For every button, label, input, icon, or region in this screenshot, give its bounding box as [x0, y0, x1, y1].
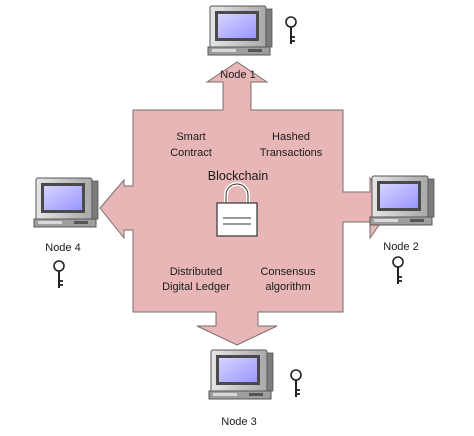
computer-icon — [369, 175, 435, 226]
feature-distributed-ledger-line2: Digital Ledger — [162, 281, 230, 293]
node-3: Node 3 — [208, 349, 302, 428]
node-label: Node 1 — [220, 69, 255, 81]
feature-distributed-ledger-line1: Distributed — [170, 266, 223, 278]
blockchain-title: Blockchain — [208, 169, 268, 183]
key-icon — [290, 369, 302, 398]
node-2: Node 2 — [369, 175, 435, 285]
key-icon — [392, 256, 404, 285]
node-1: Node 1 — [207, 5, 297, 81]
computer-icon — [208, 349, 274, 400]
computer-icon — [207, 5, 273, 56]
node-4: Node 4 — [33, 177, 99, 289]
node-label: Node 4 — [45, 242, 80, 254]
computer-icon — [33, 177, 99, 228]
feature-hashed-transactions-line2: Transactions — [260, 147, 323, 159]
feature-consensus-line2: algorithm — [265, 281, 310, 293]
node-label: Node 3 — [221, 416, 256, 428]
feature-smart-contract-line2: Contract — [170, 147, 212, 159]
padlock-icon — [216, 182, 258, 237]
feature-consensus-line1: Consensus — [260, 266, 316, 278]
feature-smart-contract-line1: Smart — [176, 131, 205, 143]
node-label: Node 2 — [383, 241, 418, 253]
key-icon — [53, 260, 65, 289]
feature-hashed-transactions-line1: Hashed — [272, 131, 310, 143]
key-icon — [285, 16, 297, 45]
